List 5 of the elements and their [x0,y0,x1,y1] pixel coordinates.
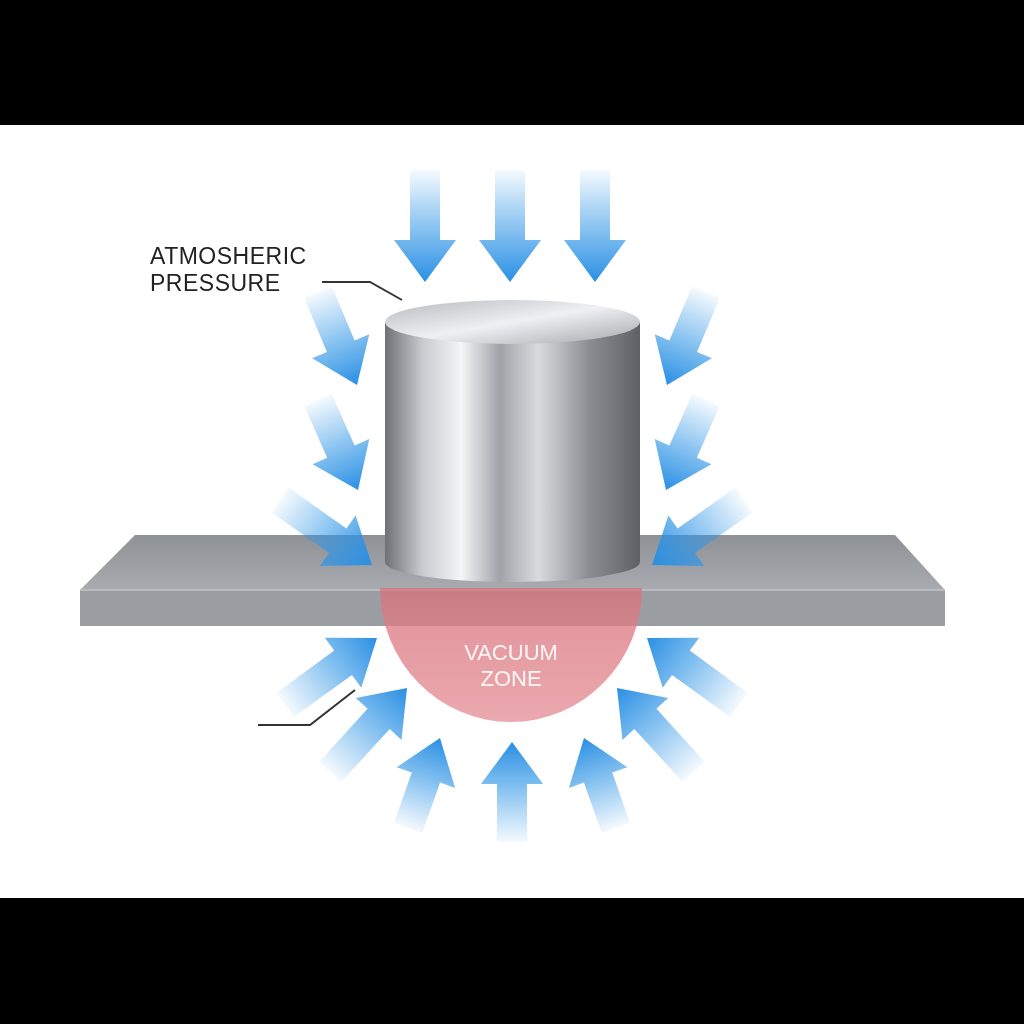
vacuum-zone [380,588,642,722]
leader-line [321,281,403,301]
metal-cylinder [385,300,640,582]
zone-label: VACUUM ZONE [463,640,559,692]
callout-text: ATMOSHERIC PRESSURE [150,243,320,299]
